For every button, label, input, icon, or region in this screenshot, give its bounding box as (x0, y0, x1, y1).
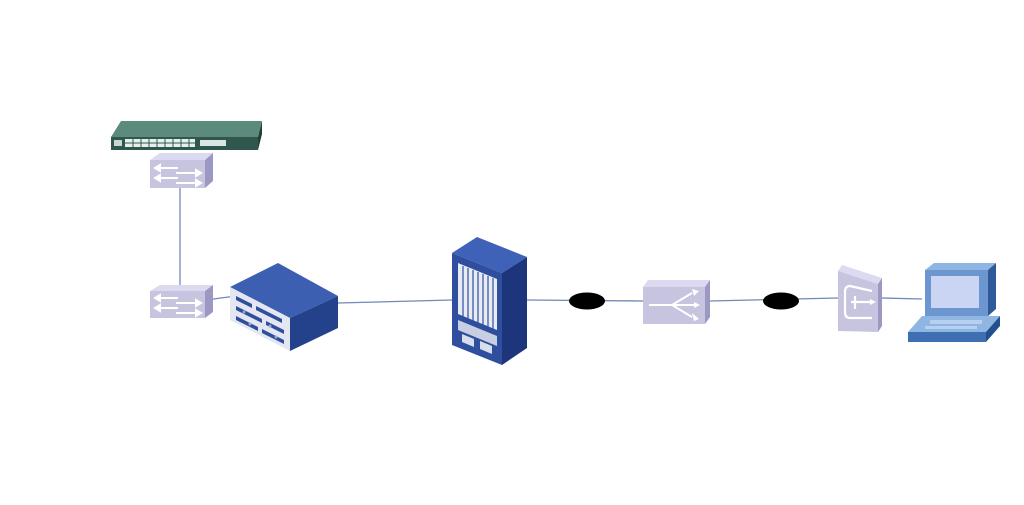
pc-icon[interactable] (908, 263, 1000, 342)
switch-icon[interactable] (150, 153, 213, 188)
link-marker-2 (763, 292, 799, 310)
splitter-icon[interactable] (643, 280, 710, 324)
link-marker-1 (569, 292, 605, 310)
tower-router-icon[interactable] (452, 237, 527, 365)
terminal-icon[interactable] (838, 265, 882, 332)
switch-icon[interactable] (150, 285, 213, 318)
link-terminal-workstation (881, 297, 923, 300)
link-chassis-core-router (337, 299, 453, 304)
rack-switch-icon[interactable] (111, 121, 262, 150)
chassis-icon[interactable] (230, 263, 338, 351)
